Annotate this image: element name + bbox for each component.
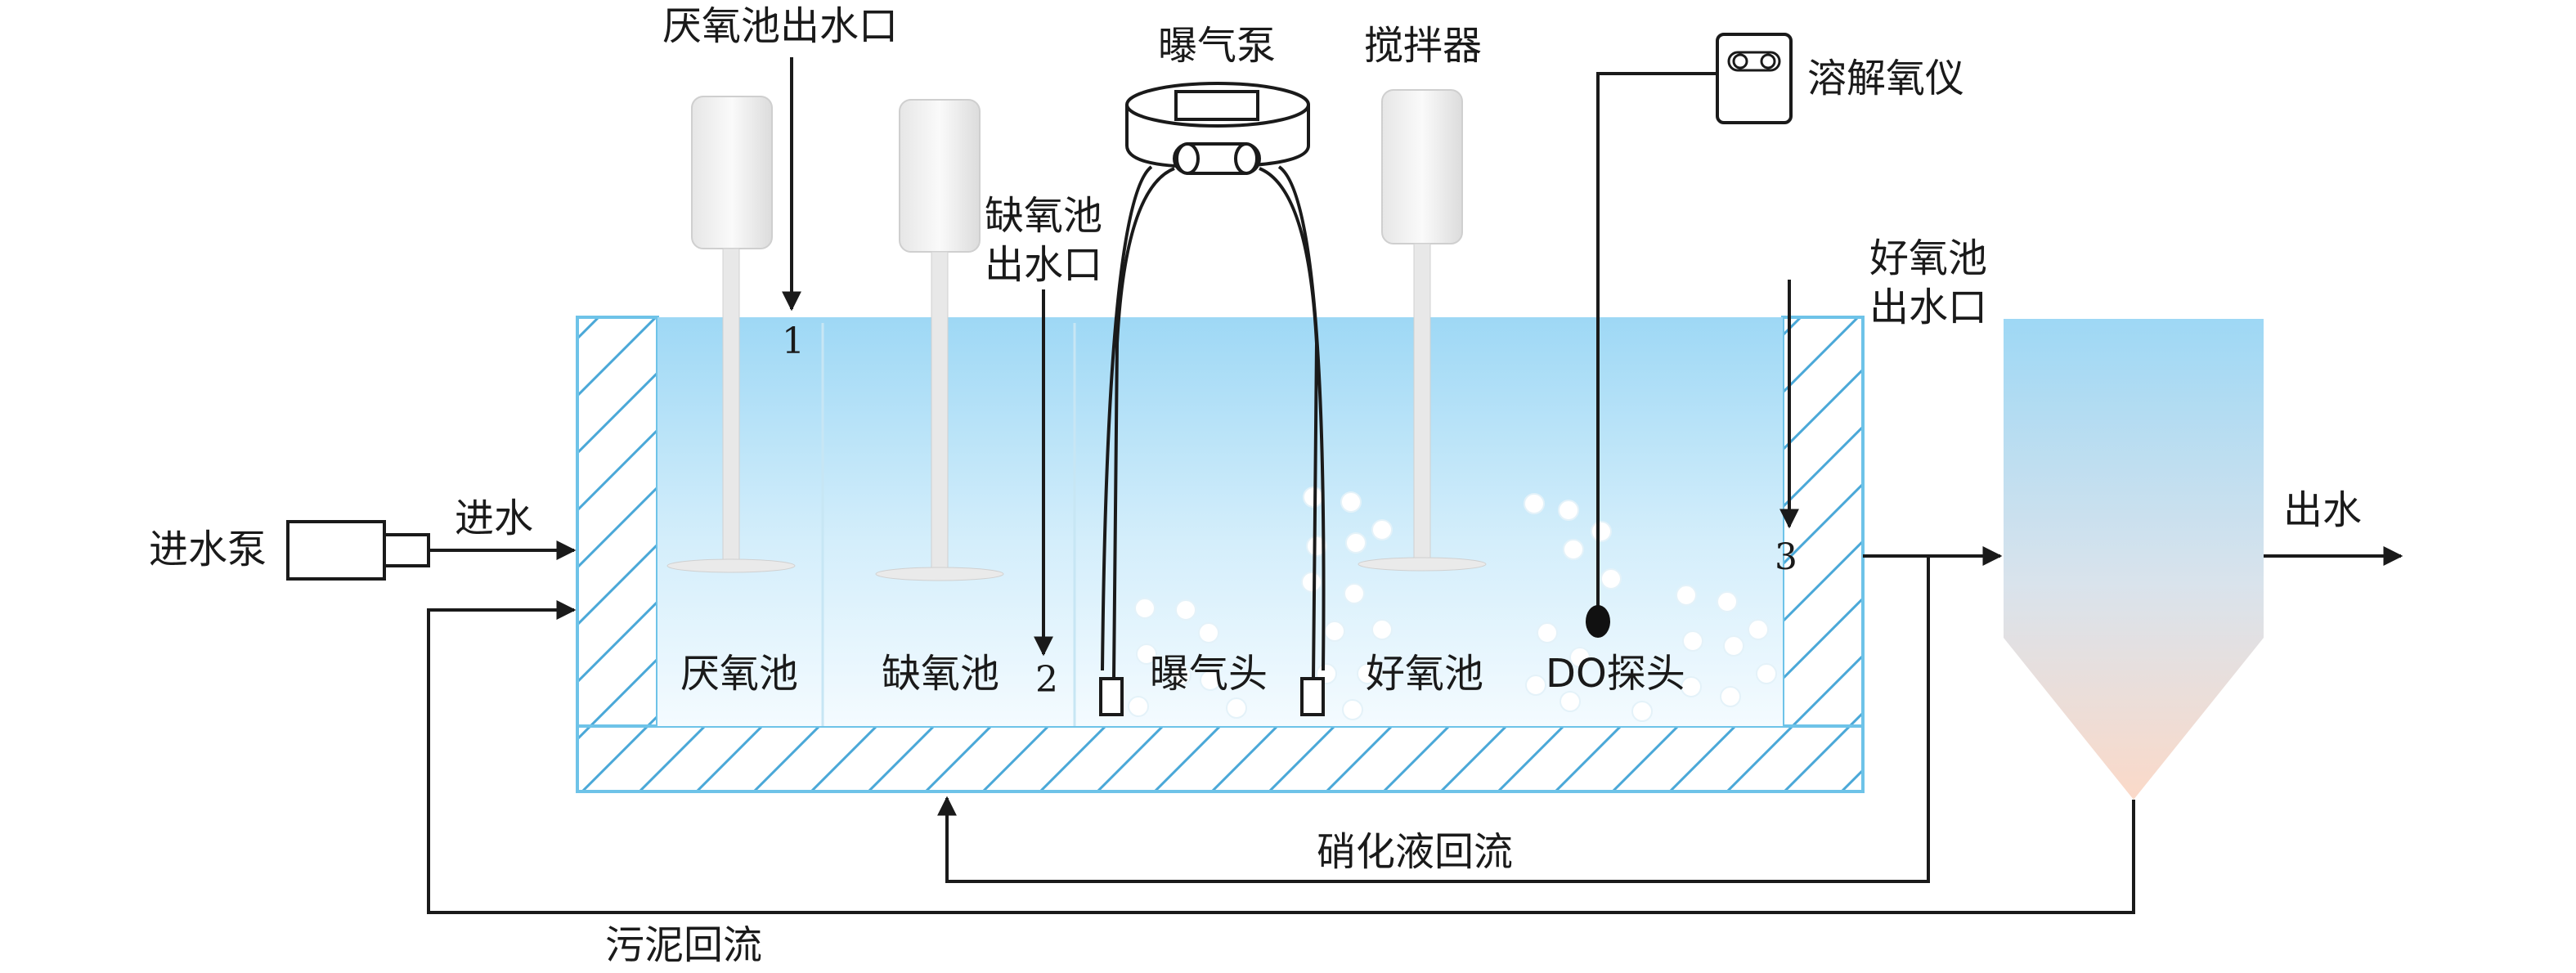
tank-wall-bottom (576, 724, 1865, 793)
label-anaerobic-outlet: 厌氧池出水口 (662, 3, 898, 49)
aeration-tubes (1101, 165, 1326, 679)
mixer-anoxic (875, 99, 1004, 581)
do-meter (1716, 33, 1793, 124)
sample-point-2: 2 (1035, 659, 1058, 701)
sample-point-1: 1 (782, 321, 805, 362)
label-anaerobic-tank: 厌氧池 (680, 651, 798, 697)
mixer-aerobic (1358, 89, 1487, 572)
label-aerobic-outlet-l1: 好氧池 (1869, 235, 1987, 281)
label-aerobic-tank: 好氧池 (1366, 651, 1483, 697)
do-probe (1586, 605, 1610, 638)
nitrate-return-line (937, 556, 1930, 883)
tank-wall-left (576, 316, 659, 793)
label-sludge-return: 污泥回流 (605, 922, 762, 968)
label-anoxic-outlet-l2: 出水口 (985, 242, 1102, 288)
label-aerator-head: 曝气头 (1150, 651, 1268, 697)
tank-water (657, 317, 1783, 726)
mixer-anaerobic (666, 96, 796, 573)
sample-point-3: 3 (1775, 536, 1797, 578)
label-aerobic-outlet-l2: 出水口 (1869, 285, 1987, 330)
tank-wall-right (1781, 316, 1865, 793)
label-nitrate-return: 硝化液回流 (1317, 829, 1513, 875)
reactor-tank (576, 316, 1865, 793)
label-mixer: 搅拌器 (1364, 23, 1482, 69)
label-do-probe: DO探头 (1546, 651, 1685, 697)
label-inflow: 进水 (455, 495, 533, 541)
do-probe-cable (1596, 72, 1717, 607)
aeration-bubbles (1128, 486, 1777, 722)
sludge-return-line (427, 600, 2135, 914)
aerator-head-left (1099, 677, 1124, 716)
clarifier (2004, 319, 2264, 800)
aerator-head-right (1300, 677, 1325, 716)
aeration-pump (1125, 82, 1310, 175)
label-do-meter: 溶解氧仪 (1807, 56, 1964, 101)
label-aeration-pump: 曝气泵 (1158, 23, 1276, 69)
label-anoxic-outlet-l1: 缺氧池 (985, 193, 1102, 239)
label-outflow: 出水 (2283, 487, 2362, 533)
label-anoxic-tank: 缺氧池 (882, 651, 999, 697)
label-inlet-pump: 进水泵 (149, 527, 267, 572)
inlet-pump (286, 520, 430, 581)
